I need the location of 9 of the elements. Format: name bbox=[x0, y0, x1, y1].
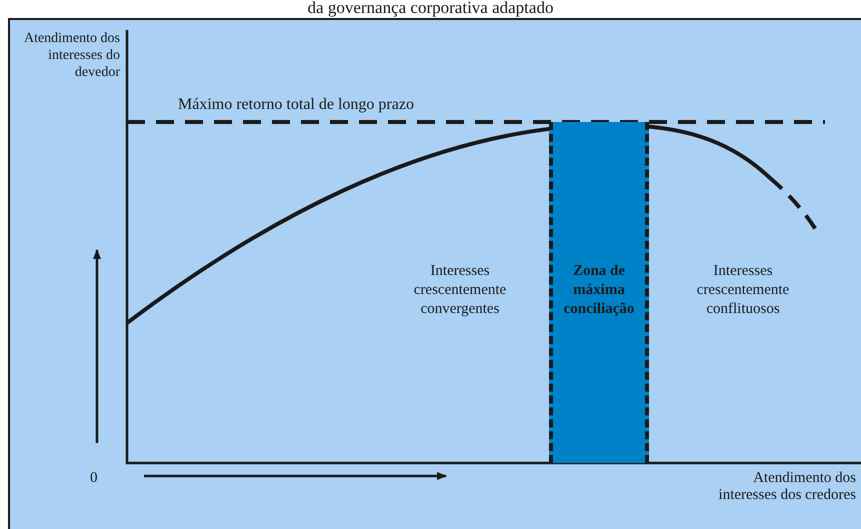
zone-band bbox=[549, 122, 649, 463]
axis-label: Atendimento dos interesses dos credores bbox=[718, 470, 856, 504]
diagram-title: da governança corporativa adaptado bbox=[306, 0, 554, 17]
zone-label: Zona de máxima conciliação bbox=[562, 262, 636, 319]
reference-line-label: Máximo retorno total de longo prazo bbox=[178, 95, 414, 115]
origin-label: 0 bbox=[90, 469, 98, 488]
axis-label: Atendimento dos interesses do devedor bbox=[22, 30, 120, 81]
region-label: Interesses crescentemente convergentes bbox=[412, 262, 508, 319]
region-label: Interesses crescentemente conflituosos bbox=[696, 262, 790, 319]
